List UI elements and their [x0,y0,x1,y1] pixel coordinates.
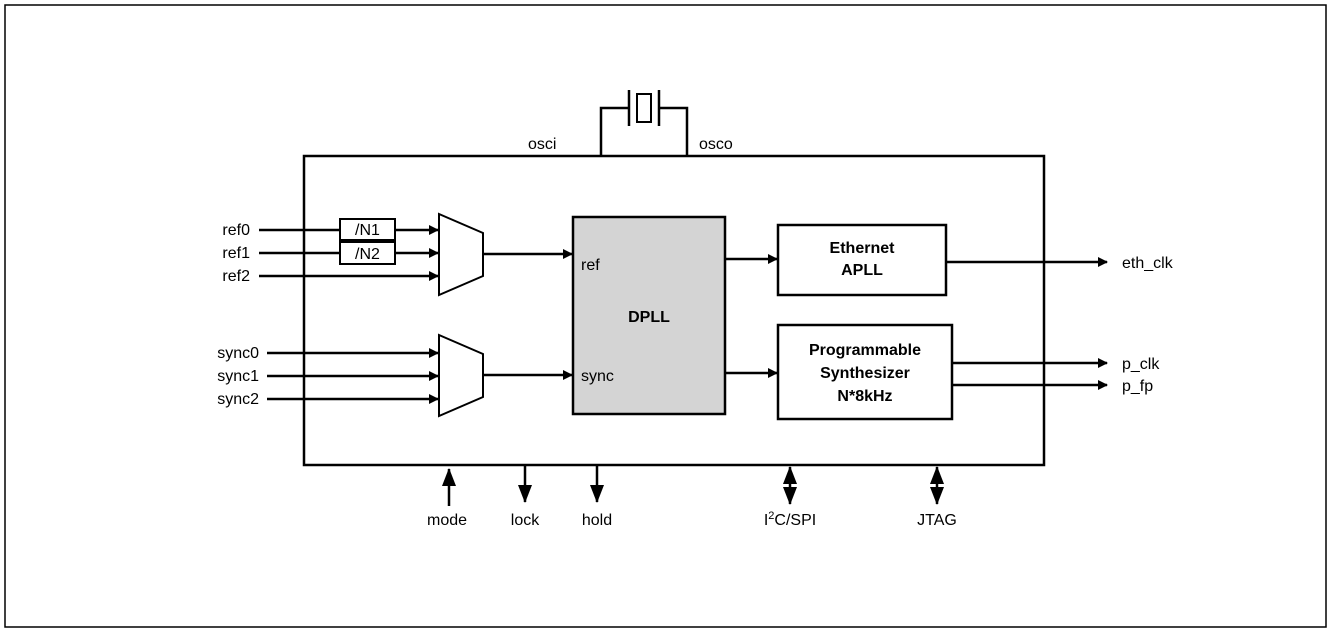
ref1-label: ref1 [222,245,250,262]
dpll-title: DPLL [628,309,670,326]
dpll-block [571,215,727,416]
dpll-ref-port: ref [581,257,600,274]
sync1-label: sync1 [217,368,259,385]
divider-n1-label: /N1 [355,222,380,239]
ethernet-apll-line1: Ethernet [830,240,896,257]
mode-label: mode [427,512,467,529]
ethernet-apll-block [776,223,948,297]
osci-label: osci [528,136,556,153]
ethernet-apll-line2: APLL [841,262,883,279]
ref-mux [438,212,484,297]
osco-label: osco [699,136,733,153]
lock-label: lock [511,512,540,529]
i2c-spi-label: I2C/SPI [764,510,816,529]
sync0-label: sync0 [217,345,259,362]
synthesizer-line1: Programmable [809,342,921,359]
divider-n2-label: /N2 [355,246,380,263]
eth-clk-label: eth_clk [1122,255,1174,272]
synthesizer-line3: N*8kHz [837,388,892,405]
synthesizer-block [776,323,954,421]
crystal-oscillator [599,90,689,156]
synthesizer-line2: Synthesizer [820,365,910,382]
sync-mux [438,333,484,418]
dpll-sync-port: sync [581,368,614,385]
ref0-label: ref0 [222,222,250,239]
ref2-label: ref2 [222,268,250,285]
jtag-label: JTAG [917,512,957,529]
p-clk-label: p_clk [1122,356,1160,373]
p-fp-label: p_fp [1122,378,1153,395]
hold-label: hold [582,512,612,529]
sync2-label: sync2 [217,391,259,408]
outer-frame [4,4,1327,628]
